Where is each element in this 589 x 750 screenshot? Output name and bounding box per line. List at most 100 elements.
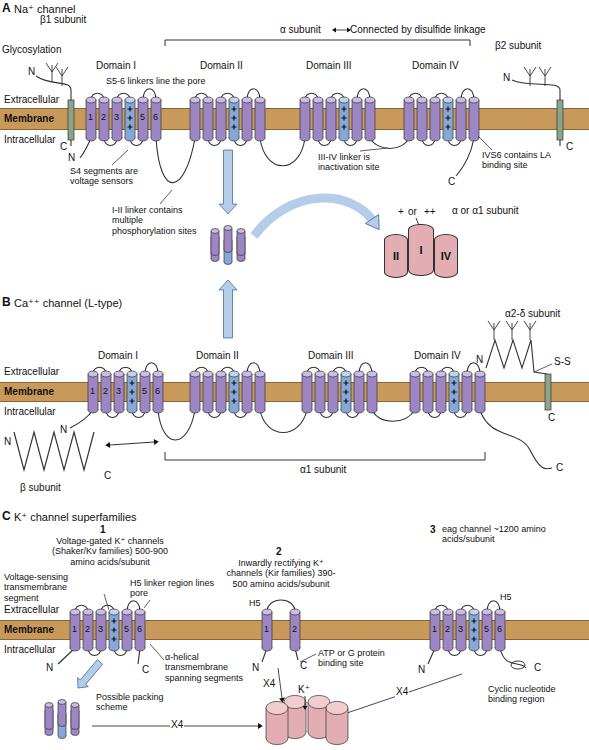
glycosylation-tree (56, 67, 68, 86)
arrow-head (418, 227, 424, 233)
annotation-label: C (60, 141, 67, 153)
glycosylation-tree (46, 63, 58, 82)
annotation-label: N (60, 424, 67, 436)
block-arrow (219, 150, 237, 214)
tetramer-subunit (266, 701, 288, 744)
ion-path (416, 218, 420, 228)
helix-segment (216, 371, 226, 413)
annotation-label: Possible packing scheme (96, 692, 168, 713)
helix-segment (300, 97, 310, 141)
segment-number: 1 (90, 386, 95, 396)
leader-line (160, 190, 172, 204)
helix-segment (114, 371, 124, 413)
annotation-label: ++ (424, 206, 436, 218)
glycosylation-tree (488, 321, 500, 340)
alpha2-chain (486, 340, 547, 374)
segment-number: 3 (98, 624, 103, 634)
charge-mark (128, 116, 133, 121)
annotation-label: N (46, 662, 53, 674)
annotation-label: N (68, 152, 75, 164)
helix-segment (423, 371, 433, 413)
annotation-label: N (252, 662, 259, 674)
segment-number: 5 (142, 386, 147, 396)
helix-segment (99, 97, 109, 141)
charge-mark (342, 125, 347, 130)
linkage-arrow (336, 30, 347, 31)
helix-segment (436, 371, 446, 413)
charge-mark (232, 390, 237, 395)
cnbd-loop (511, 661, 525, 669)
s4-voltage-sensor (109, 609, 119, 651)
annotation-label: Na⁺ channel (14, 3, 75, 16)
block-arrow (219, 280, 237, 338)
annotation-label: Voltage-sensing transmembrane segment (4, 572, 99, 603)
annotation-label: C (566, 141, 573, 153)
subunit-bracket (165, 40, 470, 46)
helix-segment (475, 371, 485, 413)
glycosylation-tree (506, 321, 518, 340)
s4-voltage-sensor (469, 609, 479, 651)
helix-segment (138, 97, 148, 141)
helix-segment (203, 371, 213, 413)
glycosylation-tree (524, 67, 536, 86)
annotation-label: Domain I (96, 60, 136, 72)
annotation-label: Domain IV (414, 350, 461, 362)
helix-segment (404, 97, 414, 141)
charge-mark (112, 628, 117, 633)
helix-segment (153, 371, 163, 413)
charge-mark (344, 381, 349, 386)
interaction-arrow (110, 442, 154, 445)
annotation-label: α-helical transmembrane spanning segment… (165, 652, 255, 683)
annotation-label: Domain IV (412, 60, 459, 72)
chain-loop (260, 410, 307, 433)
packing-helix (58, 700, 66, 727)
pore-domain-cylinder: IV (434, 234, 458, 278)
chain-loop (480, 410, 552, 469)
annotation-label: + (398, 206, 404, 218)
section-heading: A (2, 2, 11, 16)
helix-segment (443, 609, 453, 651)
curved-arrow (254, 198, 374, 236)
helix-segment (326, 97, 336, 141)
annotation-label: Intracellular (4, 406, 56, 418)
packing-helix (237, 229, 245, 256)
helix-segment (216, 97, 226, 141)
charge-mark (232, 125, 237, 130)
annotation-label: α subunit (280, 24, 321, 36)
annotation-label: Extracellular (4, 604, 59, 616)
s4-voltage-sensor (125, 97, 135, 141)
annotation-label: C (300, 660, 307, 672)
charge-mark (344, 390, 349, 395)
annotation-label: N (4, 436, 11, 448)
helix-segment (354, 371, 364, 413)
segment-number: 2 (292, 624, 297, 634)
beta-subunit-helix (68, 100, 74, 140)
annotation-label: Extracellular (4, 366, 59, 378)
domain-numeral: I (419, 244, 422, 256)
annotation-label: Glycosylation (2, 44, 61, 56)
section-heading: C (2, 510, 11, 524)
beta-subunit-helix (557, 100, 563, 140)
helix-segment (328, 371, 338, 413)
section-heading: B (2, 296, 11, 310)
leader-line (360, 148, 388, 151)
charge-mark (130, 390, 135, 395)
packing-helix (224, 226, 232, 253)
charge-mark (452, 381, 457, 386)
domain-numeral: II (393, 250, 399, 262)
annotation-label: C (556, 462, 563, 474)
leader-line (144, 600, 150, 608)
chain-loop (158, 410, 195, 440)
charge-mark (452, 399, 457, 404)
helix-segment (456, 609, 466, 651)
helix-segment (140, 371, 150, 413)
segment-number: S5-6 linkers line the pore (106, 76, 206, 86)
helix-segment (242, 97, 252, 141)
section-heading: 3 (430, 524, 436, 536)
delta-subunit-helix (545, 374, 551, 410)
leader-line (478, 136, 492, 150)
s4-voltage-sensor (339, 97, 349, 141)
charge-mark (446, 116, 451, 121)
charge-mark (130, 399, 135, 404)
annotation-label: K⁺ channel superfamilies (14, 511, 137, 524)
